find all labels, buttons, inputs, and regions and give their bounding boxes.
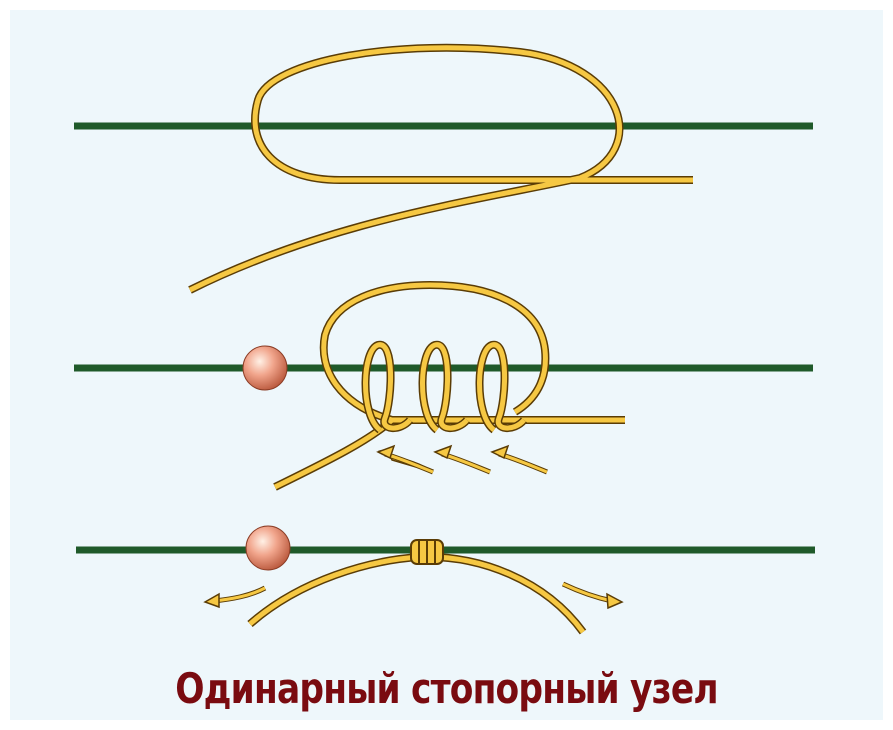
cord-loop-fill	[273, 282, 625, 490]
cord-tails	[247, 552, 587, 635]
bead	[245, 525, 291, 571]
diagram-caption: Одинарный стопорный узел	[175, 664, 718, 713]
bead	[242, 345, 288, 391]
cord-loop-fill	[188, 45, 693, 293]
tightened-knot	[410, 539, 444, 565]
cord-wraps	[361, 340, 528, 434]
cord-loop	[188, 43, 693, 294]
step-3	[76, 525, 815, 635]
direction-arrows	[376, 444, 548, 475]
direction-arrows	[203, 581, 624, 610]
step-2	[74, 281, 813, 491]
step-1	[74, 43, 813, 294]
